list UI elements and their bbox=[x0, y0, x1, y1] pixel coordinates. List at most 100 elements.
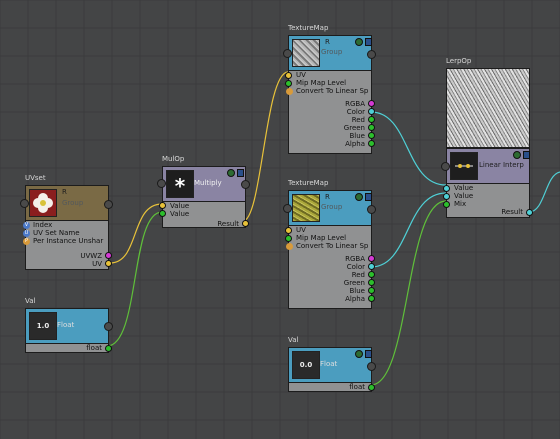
mulop-value-port-2[interactable] bbox=[159, 210, 166, 217]
val-node-1[interactable]: Val 1.0 Float float bbox=[25, 297, 113, 353]
val2-output-float: float bbox=[349, 383, 365, 391]
node-output-port[interactable] bbox=[241, 180, 250, 189]
node-header[interactable]: R Group bbox=[25, 185, 113, 221]
info-icon[interactable] bbox=[365, 350, 372, 358]
tex2-output-rgba: RGBA bbox=[345, 255, 365, 263]
mulop-input-1: Value bbox=[170, 202, 190, 210]
tex2-alpha-port[interactable] bbox=[368, 295, 375, 302]
node-sublabel: Group bbox=[321, 48, 343, 56]
node-output-port[interactable] bbox=[104, 200, 113, 209]
node-sublabel: Group bbox=[321, 203, 343, 211]
uvset-output-uvwz: UVWZ bbox=[80, 252, 102, 260]
node-output-port[interactable] bbox=[104, 322, 113, 331]
toggle-icon[interactable] bbox=[355, 38, 363, 46]
mulop-output-result: Result bbox=[217, 220, 239, 228]
node-title: Val bbox=[25, 297, 36, 305]
tex1-rgba-port[interactable] bbox=[368, 100, 375, 107]
mulop-node[interactable]: MulOp * Multiply Value Value Result bbox=[157, 155, 250, 228]
toggle-icon[interactable] bbox=[513, 151, 521, 159]
tex1-uv-port[interactable] bbox=[285, 72, 292, 79]
node-header[interactable]: Linear Interp bbox=[446, 148, 530, 184]
node-label: Float bbox=[320, 360, 338, 368]
uvset-output-uv: UV bbox=[92, 260, 102, 268]
texturemap-node-2[interactable]: TextureMap R Group UV Mip Map Level Conv… bbox=[283, 179, 376, 309]
node-body: Value Value Result bbox=[159, 202, 249, 228]
node-title: Val bbox=[288, 336, 299, 344]
tex2-input-convert: Convert To Linear Sp bbox=[296, 242, 369, 250]
node-header[interactable]: * Multiply bbox=[162, 166, 250, 202]
lerp-value-port-2[interactable] bbox=[443, 193, 450, 200]
info-icon[interactable] bbox=[365, 38, 372, 46]
uvset-uvwz-port[interactable] bbox=[105, 252, 112, 259]
tex1-input-mip: Mip Map Level bbox=[296, 79, 347, 87]
val1-output-float: float bbox=[86, 344, 102, 352]
float-value-display[interactable]: 1.0 bbox=[29, 312, 57, 340]
toggle-icon[interactable] bbox=[227, 169, 235, 177]
tex2-color-port[interactable] bbox=[368, 263, 375, 270]
info-icon[interactable] bbox=[365, 193, 372, 201]
lerp-input-1: Value bbox=[454, 184, 474, 192]
info-icon[interactable] bbox=[237, 169, 244, 177]
node-body: V Index U UV Set Name P Per Instance Uns… bbox=[23, 221, 112, 270]
lerp-input-2: Value bbox=[454, 192, 474, 200]
node-input-port[interactable] bbox=[283, 204, 292, 213]
tex2-uv-port[interactable] bbox=[285, 227, 292, 234]
lerp-input-mix: Mix bbox=[454, 200, 467, 208]
uvset-input-perinstance: Per Instance Unshar bbox=[33, 237, 104, 245]
tex1-input-convert: Convert To Linear Sp bbox=[296, 87, 369, 95]
texturemap-node-1[interactable]: TextureMap R Group UV Mip Map Level Conv… bbox=[283, 24, 376, 154]
node-label: Float bbox=[57, 321, 75, 329]
tex1-red-port[interactable] bbox=[368, 116, 375, 123]
node-input-port[interactable] bbox=[283, 49, 292, 58]
node-output-port[interactable] bbox=[367, 362, 376, 371]
tex1-green-port[interactable] bbox=[368, 124, 375, 131]
lerp-output-result: Result bbox=[501, 208, 523, 216]
mulop-result-port[interactable] bbox=[242, 220, 249, 227]
tex1-blue-port[interactable] bbox=[368, 132, 375, 139]
multiply-icon: * bbox=[166, 170, 194, 198]
lerp-mix-port[interactable] bbox=[443, 201, 450, 208]
node-output-port[interactable] bbox=[367, 205, 376, 214]
node-body: Value Value Mix Result bbox=[443, 184, 533, 218]
val2-float-port[interactable] bbox=[368, 384, 375, 391]
tex2-rgba-port[interactable] bbox=[368, 255, 375, 262]
val-node-2[interactable]: Val 0.0 Float float bbox=[288, 336, 376, 392]
index-badge: V bbox=[23, 222, 30, 229]
tex2-output-alpha: Alpha bbox=[345, 295, 365, 303]
node-header[interactable]: 0.0 Float bbox=[288, 347, 376, 383]
node-header[interactable]: R Group bbox=[288, 190, 376, 226]
convert-linear-badge[interactable] bbox=[286, 88, 293, 95]
float-value-display[interactable]: 0.0 bbox=[292, 351, 320, 379]
tex1-mip-port[interactable] bbox=[285, 80, 292, 87]
node-input-port[interactable] bbox=[157, 179, 166, 188]
toggle-icon[interactable] bbox=[355, 350, 363, 358]
val1-float-port[interactable] bbox=[105, 345, 112, 352]
node-input-port[interactable] bbox=[441, 162, 450, 171]
tex2-mip-port[interactable] bbox=[285, 235, 292, 242]
tex2-blue-port[interactable] bbox=[368, 287, 375, 294]
lerp-value-port-1[interactable] bbox=[443, 185, 450, 192]
uvset-uv-port[interactable] bbox=[105, 260, 112, 267]
node-output-port[interactable] bbox=[367, 50, 376, 59]
uvset-node[interactable]: UVset R Group V Index U UV Set Name P Pe… bbox=[20, 174, 113, 270]
uvset-name-badge: U bbox=[23, 230, 30, 237]
tex2-output-red: Red bbox=[351, 271, 365, 279]
node-input-port[interactable] bbox=[20, 199, 29, 208]
tex1-color-port[interactable] bbox=[368, 108, 375, 115]
convert-linear-badge[interactable] bbox=[286, 243, 293, 250]
moss-texture-icon bbox=[292, 194, 320, 222]
node-header[interactable]: R Group bbox=[288, 35, 376, 71]
info-icon[interactable] bbox=[523, 151, 530, 159]
flower-icon bbox=[29, 189, 57, 217]
tex1-output-green: Green bbox=[343, 124, 365, 132]
tex2-red-port[interactable] bbox=[368, 271, 375, 278]
lerpop-node[interactable]: LerpOp Linear Interp Value Value Mix Res… bbox=[441, 57, 533, 218]
toggle-icon[interactable] bbox=[355, 193, 363, 201]
node-title: UVset bbox=[25, 174, 46, 182]
lerp-result-port[interactable] bbox=[526, 209, 533, 216]
tex1-alpha-port[interactable] bbox=[368, 140, 375, 147]
node-header[interactable]: 1.0 Float bbox=[25, 308, 113, 344]
tex2-green-port[interactable] bbox=[368, 279, 375, 286]
mulop-value-port-1[interactable] bbox=[159, 202, 166, 209]
tex1-input-uv: UV bbox=[296, 71, 306, 79]
